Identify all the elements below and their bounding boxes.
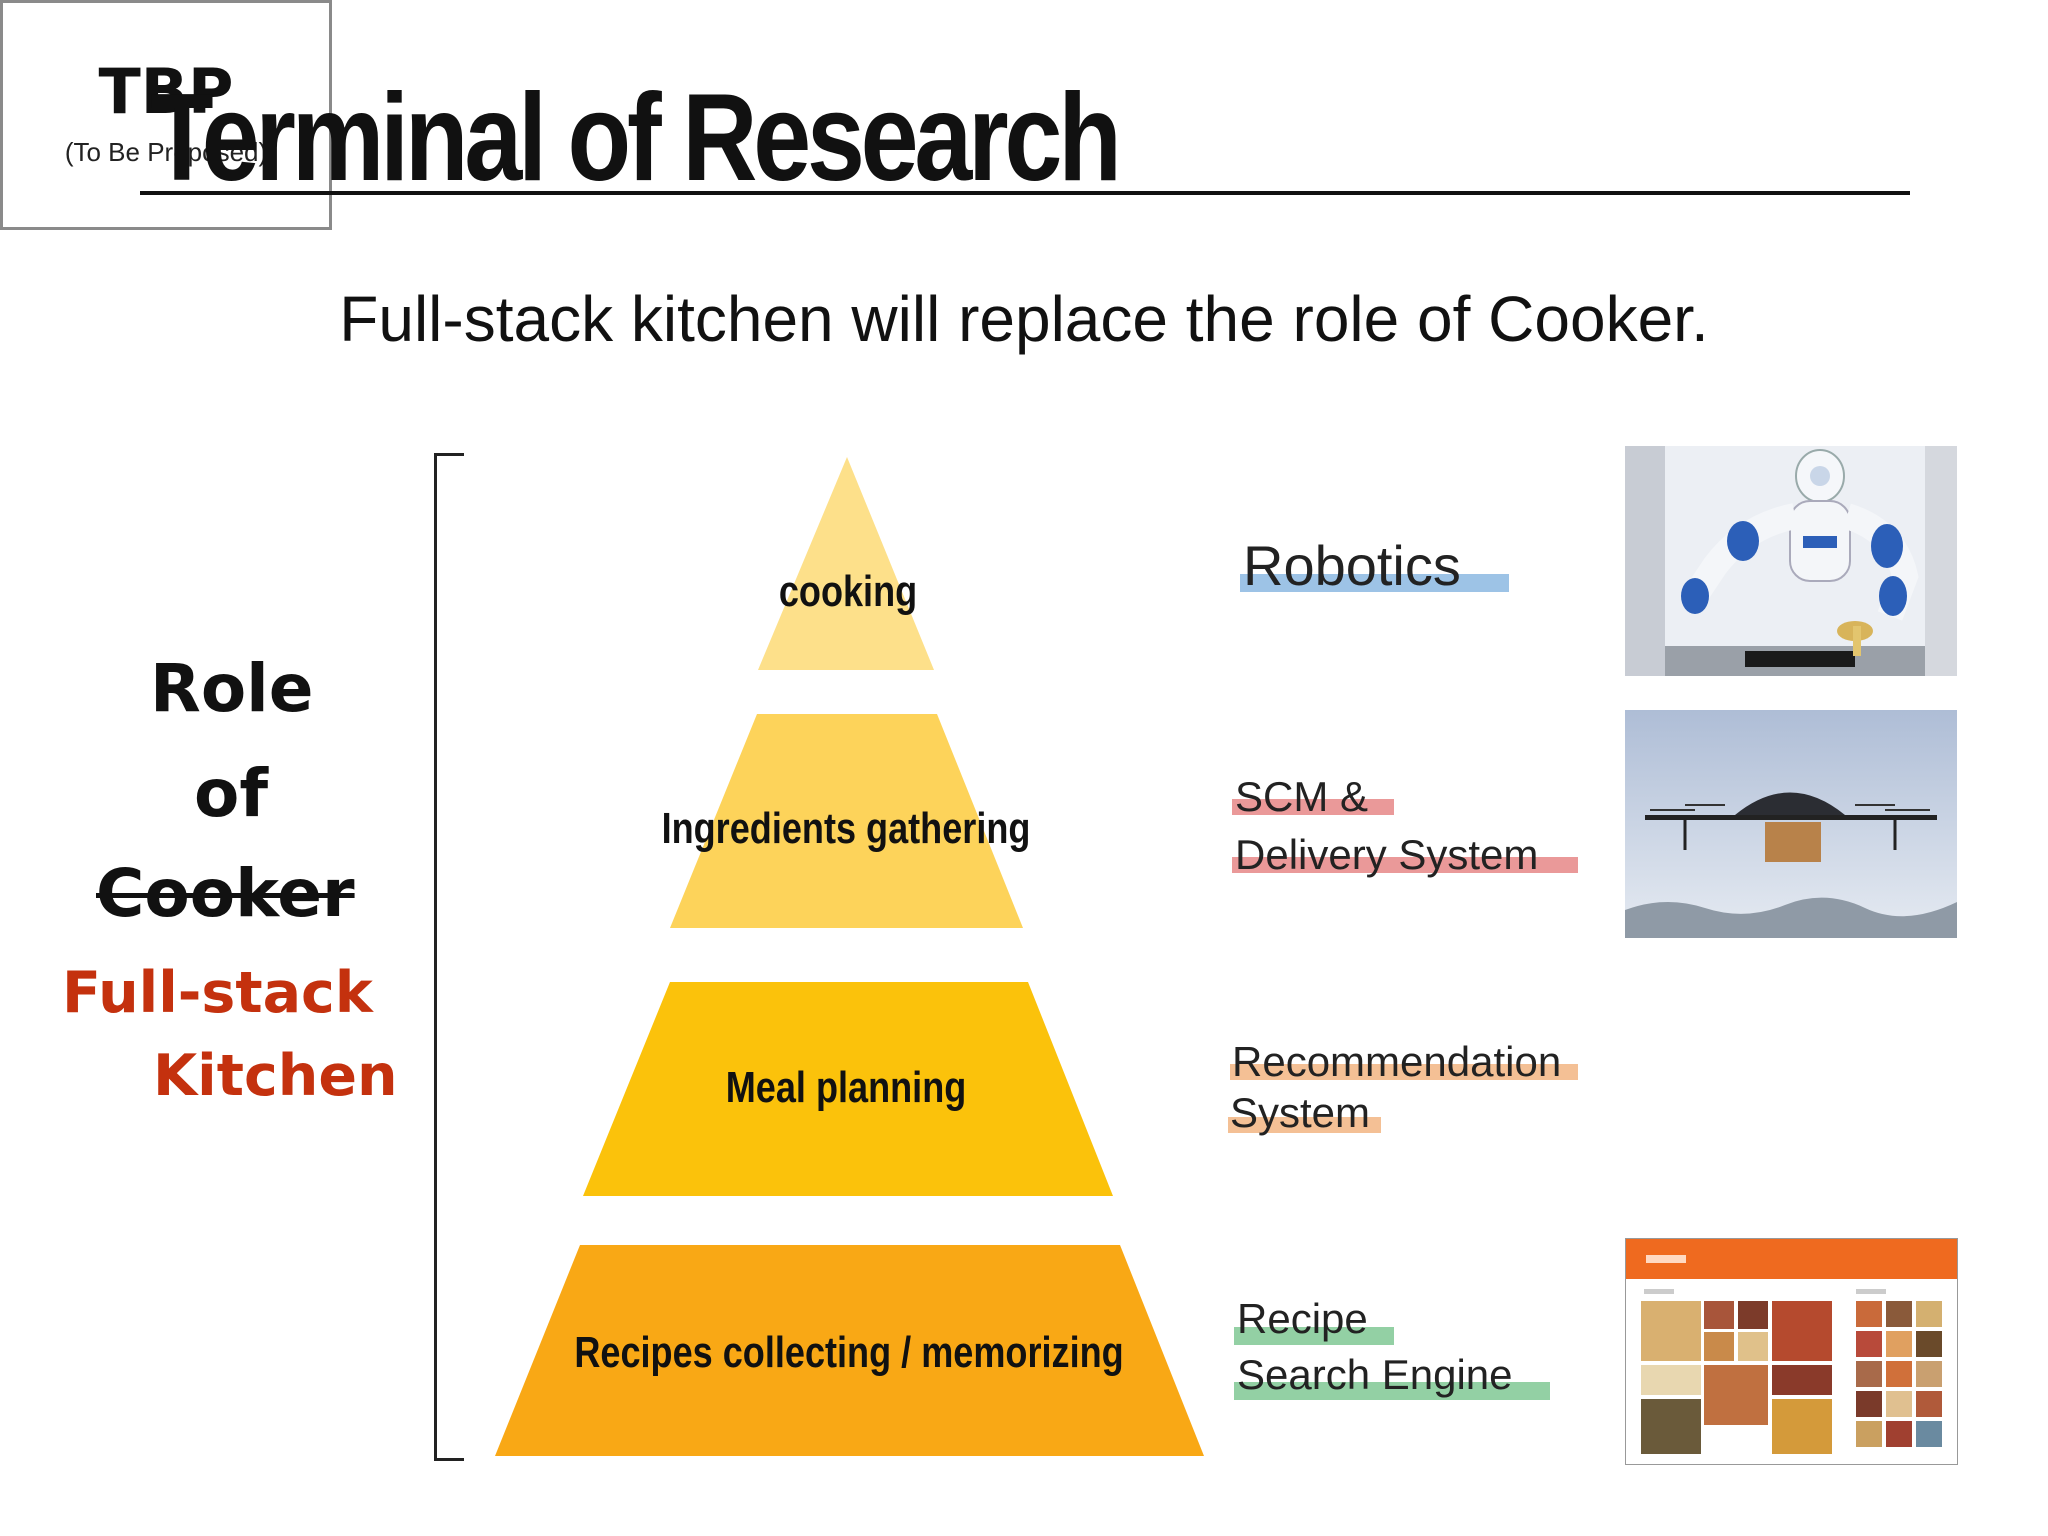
slide-subtitle: Full-stack kitchen will replace the role… [339,283,1709,355]
pyramid-tier-recipes [495,1245,1204,1456]
system-highlight [1228,1117,1381,1133]
kitchen-label: Kitchen [153,1043,398,1109]
role-label-line-1: Role [150,650,314,727]
tier-label-recipes: Recipes collecting / memorizing [574,1328,1124,1377]
tech-recipe: Recipe [1237,1295,1368,1342]
robot-chef-image [1625,446,1957,676]
tech-delivery-system: Delivery System [1235,831,1539,878]
search-engine-highlight [1234,1382,1550,1400]
tbp-subtitle: (To Be Proposed) [64,137,268,167]
scm-highlight [1232,799,1394,815]
tier-label-cooking: cooking [778,567,918,616]
delivery-drone-image [1625,710,1957,938]
role-label-line-2: of [194,755,269,832]
pyramid-tier-ingredients [670,714,1023,928]
delivery-highlight [1232,857,1578,873]
recipe-highlight [1234,1327,1394,1345]
tech-robotics: Robotics [1243,534,1461,597]
slide-title: Terminal of Research [150,69,1122,207]
tbp-title: TBP [98,55,234,128]
tech-recommendation: Recommendation [1232,1038,1562,1085]
tech-scm: SCM & [1235,773,1369,820]
title-underline [140,191,1910,195]
tier-label-ingredients: Ingredients gathering [661,804,1031,853]
tech-search-engine: Search Engine [1237,1351,1513,1398]
tech-system: System [1230,1089,1371,1136]
recommendation-highlight [1230,1064,1578,1080]
recipe-app-screenshot [1625,1238,1958,1465]
tier-label-meal-planning: Meal planning [725,1063,967,1112]
pyramid-tier-cooking [758,457,934,670]
full-stack-label: Full-stack [62,960,373,1026]
pyramid-tier-meal-planning [583,982,1113,1196]
robot-icon [1625,446,1957,676]
app-screenshot-icon [1626,1239,1957,1454]
role-label-cooker-struck: Cooker [96,855,355,932]
robotics-highlight [1240,574,1509,592]
left-bracket [434,453,464,1461]
drone-icon [1625,710,1957,938]
